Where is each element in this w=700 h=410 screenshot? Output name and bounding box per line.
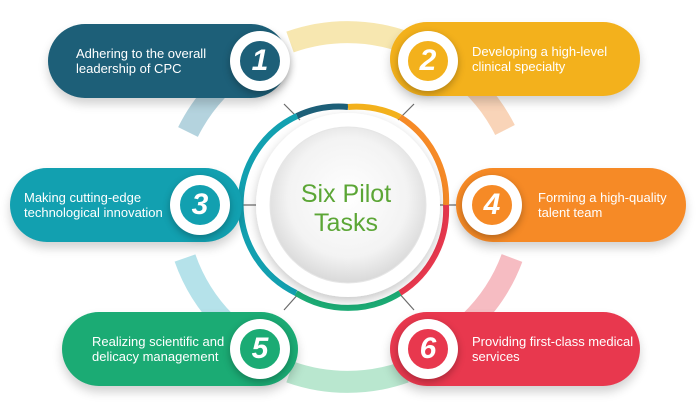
hub-ring-arc-2 [347, 103, 402, 120]
center-title-line1: Six Pilot [300, 180, 392, 208]
hub-ring-arc-6 [398, 204, 450, 296]
task-2-text: Developing a high-level clinical special… [472, 44, 608, 74]
hub-ring-arc-4 [398, 114, 450, 206]
task-3-number: 3 [191, 188, 209, 221]
hub-inner-circle [269, 126, 427, 284]
task-1-number: 1 [251, 44, 269, 77]
task-3-badge-inner: 3 [177, 182, 223, 228]
task-4-number: 4 [483, 188, 501, 221]
task-4-text: Forming a high-quality talent team [538, 190, 667, 220]
task-2-badge-inner: 2 [405, 38, 451, 84]
task-6-text: Providing first-class medical services [472, 334, 634, 364]
task-5-number: 5 [251, 332, 269, 365]
task-4-badge: 4 [462, 175, 522, 235]
task-6-badge: 6 [398, 319, 458, 379]
task-1-text: Adhering to the overall leadership of CP… [76, 46, 207, 76]
task-2-badge: 2 [398, 31, 458, 91]
center-title: Six Pilot Tasks [280, 180, 412, 238]
hub-ring-arc-1 [295, 103, 349, 119]
task-4-badge-inner: 4 [469, 182, 515, 228]
task-5-badge-inner: 5 [237, 326, 283, 372]
center-title-line2: Tasks [314, 209, 378, 237]
outer-ring-segment-top [286, 21, 409, 53]
task-5-text: Realizing scientific and delicacy manage… [92, 334, 225, 364]
outer-ring-segment-bottom [286, 361, 409, 393]
task-1-badge-inner: 1 [237, 38, 283, 84]
task-2-number: 2 [419, 44, 437, 77]
task-5-badge: 5 [230, 319, 290, 379]
task-3-badge: 3 [170, 175, 230, 235]
task-3-text: Making cutting-edge technological innova… [24, 190, 163, 220]
task-6-number: 6 [419, 332, 437, 365]
hub-ring-arc-5 [294, 290, 402, 311]
task-6-badge-inner: 6 [405, 326, 451, 372]
task-1-badge: 1 [230, 31, 290, 91]
